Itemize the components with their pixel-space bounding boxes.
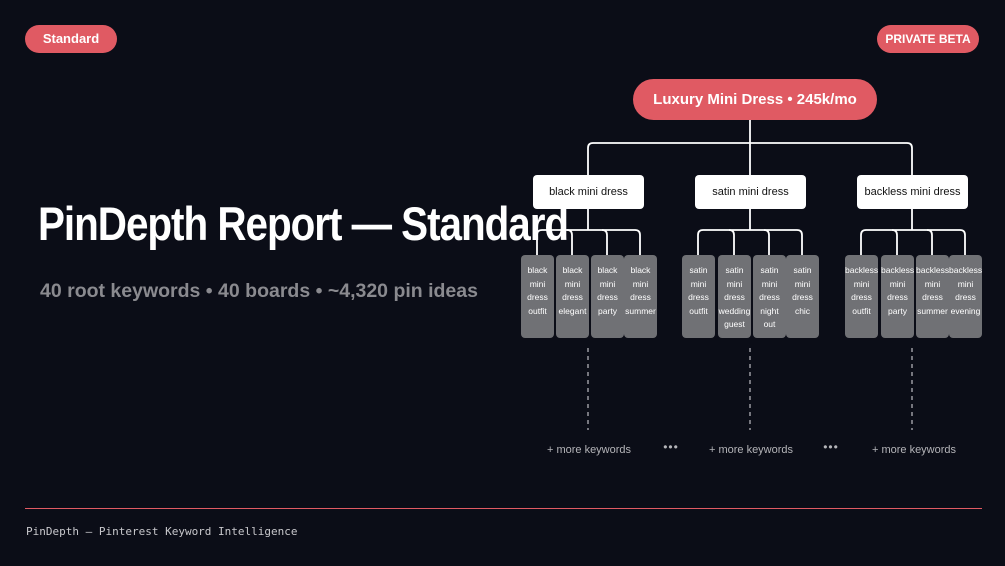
- leaf-keyword: backless mini dress summer: [916, 255, 949, 338]
- private-beta-badge: PRIVATE BETA: [877, 25, 979, 53]
- branch-node-satin-mini-dress: satin mini dress: [695, 175, 806, 209]
- root-keyword-node: Luxury Mini Dress • 245k/mo: [633, 79, 877, 120]
- connector-root-to-backless: [750, 142, 913, 175]
- leaf-keyword: satin mini dress chic: [786, 255, 819, 338]
- more-keywords-label: + more keywords: [871, 444, 957, 456]
- connector-branch-bar-2: [860, 229, 966, 255]
- connector-leaf-2-0: [891, 229, 898, 255]
- leaf-keyword: black mini dress summer: [624, 255, 657, 338]
- connector-branch-bar-1: [697, 229, 803, 255]
- footer-divider: [25, 508, 982, 509]
- connector-root-to-black: [587, 142, 750, 175]
- leaf-keyword: black mini dress elegant: [556, 255, 589, 338]
- connector-leaf-1-1: [763, 229, 770, 255]
- connector-branch-bar-0: [536, 229, 641, 255]
- footer-text: PinDepth — Pinterest Keyword Intelligenc…: [26, 525, 298, 538]
- leaf-keyword: satin mini dress wedding guest: [718, 255, 751, 338]
- leaf-keyword: backless mini dress outfit: [845, 255, 878, 338]
- leaf-keyword: black mini dress outfit: [521, 255, 554, 338]
- ellipsis-dots: •••: [663, 440, 679, 454]
- branch-node-backless-mini-dress: backless mini dress: [857, 175, 968, 209]
- more-keywords-label: + more keywords: [546, 444, 632, 456]
- branch-node-black-mini-dress: black mini dress: [533, 175, 644, 209]
- report-title: PinDepth Report — Standard: [38, 197, 569, 250]
- connector-leaf-0-0: [566, 229, 573, 255]
- more-keywords-label: + more keywords: [708, 444, 794, 456]
- leaf-keyword: satin mini dress night out: [753, 255, 786, 338]
- leaf-keyword: black mini dress party: [591, 255, 624, 338]
- connector-leaf-2-1: [926, 229, 933, 255]
- connector-leaf-1-0: [728, 229, 735, 255]
- leaf-keyword: backless mini dress party: [881, 255, 914, 338]
- connector-leaf-0-1: [601, 229, 608, 255]
- leaf-keyword: satin mini dress outfit: [682, 255, 715, 338]
- report-subtitle: 40 root keywords • 40 boards • ~4,320 pi…: [40, 280, 478, 302]
- leaf-keyword: backless mini dress evening: [949, 255, 982, 338]
- tier-badge: Standard: [25, 25, 117, 53]
- ellipsis-dots: •••: [823, 440, 839, 454]
